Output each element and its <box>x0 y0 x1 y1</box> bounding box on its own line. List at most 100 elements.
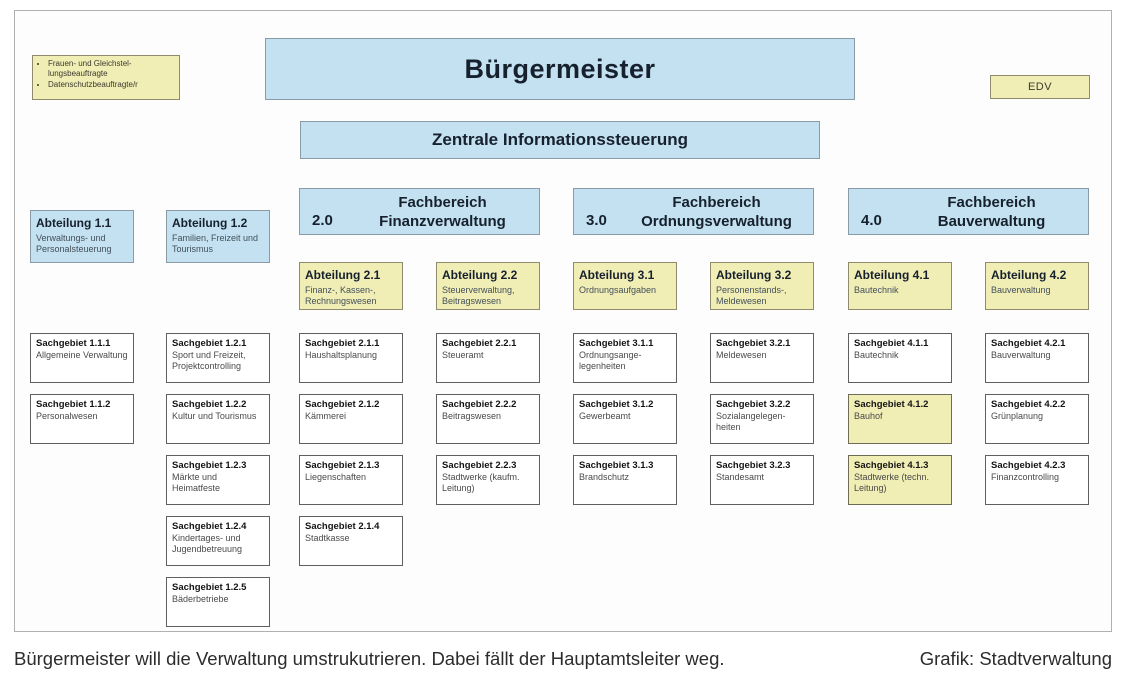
sachgebiet-title: Sachgebiet 2.2.2 <box>442 399 517 410</box>
zentrale-label: Zentrale Informationssteuerung <box>432 130 688 149</box>
sachgebiet-title: Sachgebiet 3.1.1 <box>579 338 654 349</box>
sachgebiet-subtitle: Märkte und Heimatfeste <box>172 472 221 494</box>
sachgebiet-title: Sachgebiet 4.1.1 <box>854 338 929 349</box>
abteilung-title: Abteilung 1.1 <box>36 216 112 230</box>
abteilung-subtitle: Bautechnik <box>854 285 899 295</box>
abteilung-subtitle: Ordnungsaufgaben <box>579 285 657 295</box>
sachgebiet-subtitle: Bauverwaltung <box>991 350 1051 360</box>
caption: Bürgermeister will die Verwaltung umstru… <box>14 648 1112 670</box>
sachgebiet-title: Sachgebiet 1.2.4 <box>172 521 247 532</box>
fachbereich-number: 2.0 <box>312 212 333 229</box>
abteilung-title: Abteilung 4.1 <box>854 268 930 282</box>
fachbereich-ordnungsverwaltung-box: 3.0 Fachbereich Ordnungsverwaltung <box>573 188 814 235</box>
sachgebiet-title: Sachgebiet 3.2.3 <box>716 460 791 471</box>
sachgebiet-subtitle: Beitragswesen <box>442 411 502 421</box>
fachbereich-number: 4.0 <box>861 212 882 229</box>
sachgebiet-subtitle: Meldewesen <box>716 350 767 360</box>
fachbereich-number: 3.0 <box>586 212 607 229</box>
abteilung-subtitle: Personenstands-, Meldewesen <box>716 285 787 307</box>
fachbereich-name: Finanzverwaltung <box>379 213 506 230</box>
sachgebiet-subtitle: Finanzcontrolling <box>991 472 1060 482</box>
sachgebiet-title: Sachgebiet 1.1.1 <box>36 338 111 349</box>
staff-box: Frauen- und Gleichstel-lungsbeauftragte … <box>32 55 180 100</box>
sachgebiet-title: Sachgebiet 3.2.2 <box>716 399 791 410</box>
sachgebiet-subtitle: Grünplanung <box>991 411 1044 421</box>
fachbereich-type-label: Fachbereich <box>947 194 1036 211</box>
edv-label: EDV <box>1027 81 1053 93</box>
sachgebiet-title: Sachgebiet 4.1.3 <box>854 460 929 471</box>
sachgebiet-title: Sachgebiet 2.1.1 <box>305 338 380 349</box>
sachgebiet-subtitle: Stadtkasse <box>305 533 350 543</box>
sachgebiet-title: Sachgebiet 2.1.4 <box>305 521 380 532</box>
sachgebiet-subtitle: Allgemeine Verwaltung <box>36 350 128 360</box>
sachgebiet-title: Sachgebiet 1.2.3 <box>172 460 247 471</box>
sachgebiet-subtitle: Bautechnik <box>854 350 899 360</box>
sachgebiet-subtitle: Personalwesen <box>36 411 98 421</box>
sachgebiet-subtitle: Sport und Freizeit, Projektcontrolling <box>172 350 246 372</box>
sachgebiet-subtitle: Bauhof <box>854 411 883 421</box>
abteilung-subtitle: Bauverwaltung <box>991 285 1051 295</box>
sachgebiet-subtitle: Stadtwerke (techn. Leitung) <box>854 472 930 494</box>
staff-item: Frauen- und Gleichstel-lungsbeauftragte <box>48 59 175 80</box>
staff-list: Frauen- und Gleichstel-lungsbeauftragte … <box>35 59 175 90</box>
sachgebiet-subtitle: Brandschutz <box>579 472 630 482</box>
abteilung-subtitle: Verwaltungs- und Personalsteuerung <box>36 233 112 255</box>
abteilung-title: Abteilung 2.2 <box>442 268 518 282</box>
zentrale-informationssteuerung-box: Zentrale Informationssteuerung <box>300 121 820 159</box>
sachgebiet-title: Sachgebiet 2.1.2 <box>305 399 380 410</box>
fachbereich-name: Bauverwaltung <box>937 213 1046 230</box>
sachgebiet-subtitle: Sozialangelegen-heiten <box>716 411 786 433</box>
sachgebiet-subtitle: Steueramt <box>442 350 484 360</box>
sachgebiet-title: Sachgebiet 4.2.1 <box>991 338 1066 349</box>
sachgebiet-subtitle: Stadtwerke (kaufm. Leitung) <box>442 472 520 494</box>
sachgebiet-title: Sachgebiet 1.2.1 <box>172 338 247 349</box>
sachgebiet-subtitle: Kindertages- und Jugendbetreuung <box>172 533 243 555</box>
abteilung-title: Abteilung 2.1 <box>305 268 381 282</box>
sachgebiet-subtitle: Ordnungsange-legenheiten <box>579 350 642 372</box>
sachgebiet-title: Sachgebiet 3.1.2 <box>579 399 654 410</box>
sachgebiet-title: Sachgebiet 1.2.5 <box>172 582 247 593</box>
sachgebiet-title: Sachgebiet 4.1.2 <box>854 399 929 410</box>
sachgebiet-title: Sachgebiet 1.2.2 <box>172 399 247 410</box>
abteilung-title: Abteilung 3.2 <box>716 268 792 282</box>
sachgebiet-title: Sachgebiet 4.2.2 <box>991 399 1066 410</box>
sachgebiet-subtitle: Gewerbeamt <box>579 411 631 421</box>
abteilung-subtitle: Finanz-, Kassen-, Rechnungswesen <box>305 285 377 307</box>
fachbereich-type-label: Fachbereich <box>398 194 487 211</box>
sachgebiet-subtitle: Liegenschaften <box>305 472 367 482</box>
abteilung-title: Abteilung 3.1 <box>579 268 655 282</box>
fachbereich-name: Ordnungsverwaltung <box>641 213 792 230</box>
abteilung-subtitle: Steuerverwaltung, Beitragswesen <box>442 285 515 307</box>
sachgebiet-subtitle: Standesamt <box>716 472 765 482</box>
sachgebiet-title: Sachgebiet 2.1.3 <box>305 460 380 471</box>
caption-credit: Grafik: Stadtverwaltung <box>919 648 1112 669</box>
buergermeister-box: Bürgermeister <box>265 38 855 100</box>
sachgebiet-subtitle: Haushaltsplanung <box>305 350 378 360</box>
sachgebiet-title: Sachgebiet 2.2.1 <box>442 338 517 349</box>
